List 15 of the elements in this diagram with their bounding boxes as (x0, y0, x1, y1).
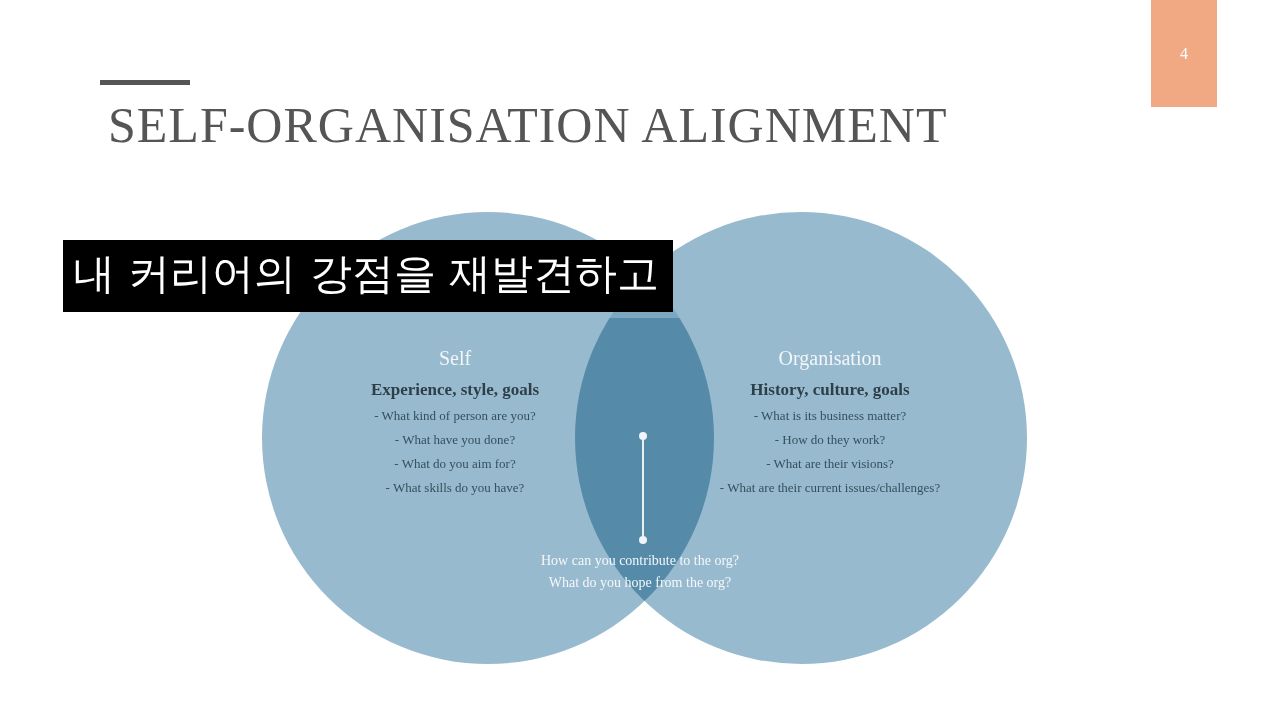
circle-subheading: Experience, style, goals (370, 380, 540, 400)
question-text: - What are their visions? (766, 456, 894, 472)
question-text: - What is its business matter? (753, 408, 907, 424)
circle-heading: Organisation (778, 347, 882, 370)
question-text: - How do they work? (774, 432, 886, 448)
question-text: - What do you aim for? (394, 456, 516, 472)
question-text: - What skills do you have? (385, 480, 525, 496)
question-text: - What kind of person are you? (374, 408, 536, 424)
circle-subheading: History, culture, goals (750, 380, 910, 400)
question-text: - What have you done? (394, 432, 516, 448)
question-text: - What are their current issues/challenges? (719, 480, 941, 496)
page-number: 4 (1151, 0, 1217, 107)
circle-heading: Self (438, 347, 472, 370)
subtitle-caption: 내 커리어의 강점을 재발견하고 (63, 240, 674, 312)
slide-title: SELF-ORGANISATION ALIGNMENT (108, 96, 948, 154)
